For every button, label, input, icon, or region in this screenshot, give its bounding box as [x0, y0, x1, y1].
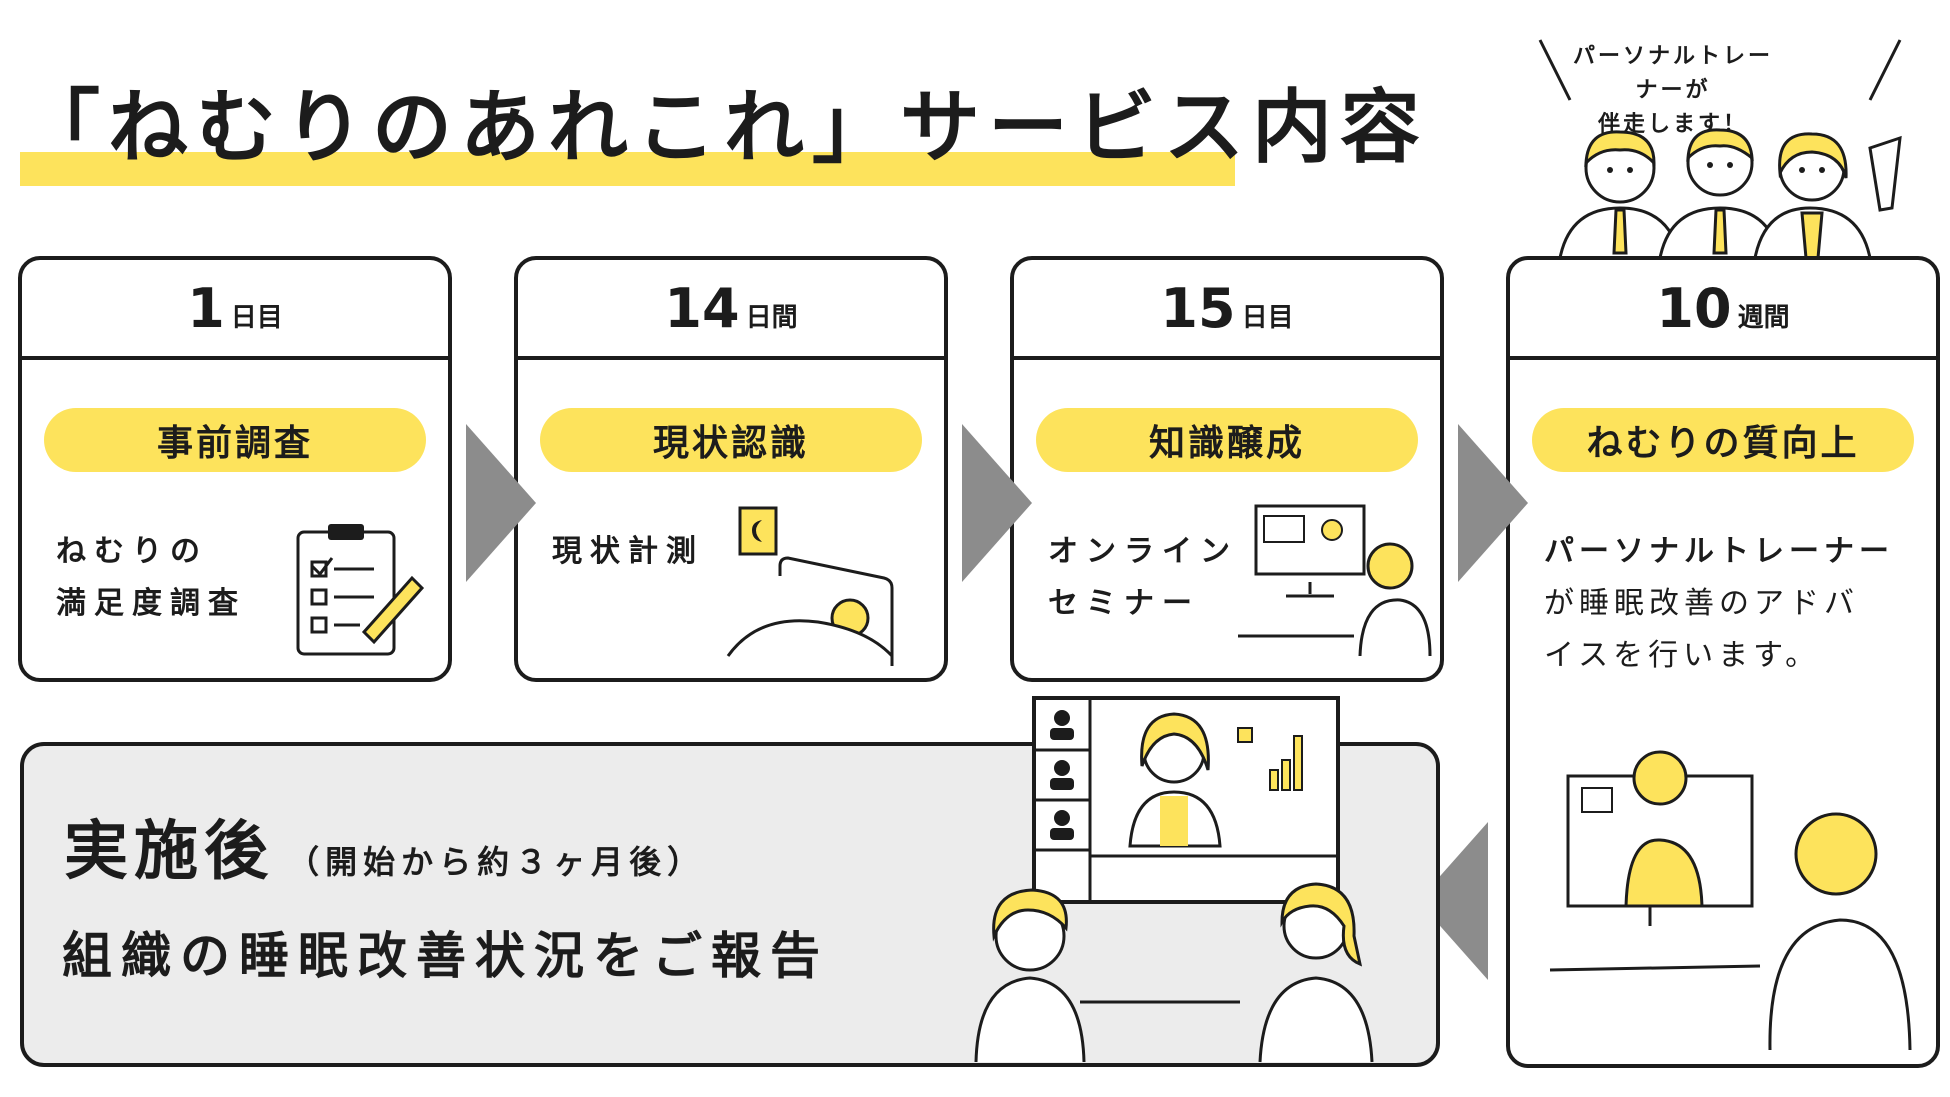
title-highlight [20, 152, 1235, 186]
speech-lines-icon [1538, 39, 1902, 101]
online-seminar-icon [1238, 504, 1432, 657]
step-3-header: 15 日目 [1014, 260, 1440, 360]
step-3-pill: 知識醸成 [1036, 408, 1418, 472]
step-2-unit: 日間 [745, 302, 798, 333]
step-card-2: 14 日間 現状認識 現状計測 [514, 256, 948, 682]
step-4-description: パーソナルトレーナー が睡眠改善のアドバ イスを行います。 [1544, 534, 1894, 673]
arrow-left-icon [1418, 822, 1488, 980]
step-2-number: 14 [664, 276, 740, 340]
step-4-pill: ねむりの質向上 [1532, 408, 1914, 472]
sleeping-bed-icon [726, 506, 894, 666]
meeting-illustration [974, 696, 1374, 1063]
step-4-number: 10 [1656, 276, 1732, 340]
trainers-illustration [1558, 128, 1902, 258]
step-card-4: 10 週間 ねむりの質向上 パーソナルトレーナー が睡眠改善のアドバ イスを行い… [1506, 256, 1940, 1068]
step-3-number: 15 [1160, 276, 1236, 340]
arrow-right-icon [962, 424, 1032, 582]
result-note: （開始から約３ヶ月後） [287, 843, 706, 881]
step-2-header: 14 日間 [518, 260, 944, 360]
arrow-right-icon [1458, 424, 1528, 582]
step-card-3: 15 日目 知識醸成 オンライン セミナー [1010, 256, 1444, 682]
step-3-unit: 日目 [1241, 302, 1294, 333]
result-heading: 実施後 [64, 815, 274, 889]
result-heading-row: 実施後 （開始から約３ヶ月後） [64, 800, 705, 892]
trainer-video-call-icon [1549, 750, 1912, 1050]
page-title: 「ねむりのあれこれ」サービス内容 [20, 81, 1428, 174]
step-1-pill: 事前調査 [44, 408, 426, 472]
step-2-description: 現状計測 [552, 534, 704, 569]
step-3-description: オンライン セミナー [1048, 534, 1238, 621]
arrow-right-icon [466, 424, 536, 582]
step-card-1: 1 日目 事前調査 ねむりの 満足度調査 [18, 256, 452, 682]
clipboard-checklist-icon [296, 524, 425, 656]
step-4-header: 10 週間 [1510, 260, 1936, 360]
step-2-pill: 現状認識 [540, 408, 922, 472]
step-4-unit: 週間 [1737, 302, 1790, 333]
step-1-number: 1 [187, 276, 225, 340]
step-1-header: 1 日目 [22, 260, 448, 360]
result-body: 組織の睡眠改善状況をご報告 [62, 927, 829, 985]
step-1-description: ねむりの 満足度調査 [56, 534, 246, 621]
step-1-unit: 日目 [230, 302, 283, 333]
